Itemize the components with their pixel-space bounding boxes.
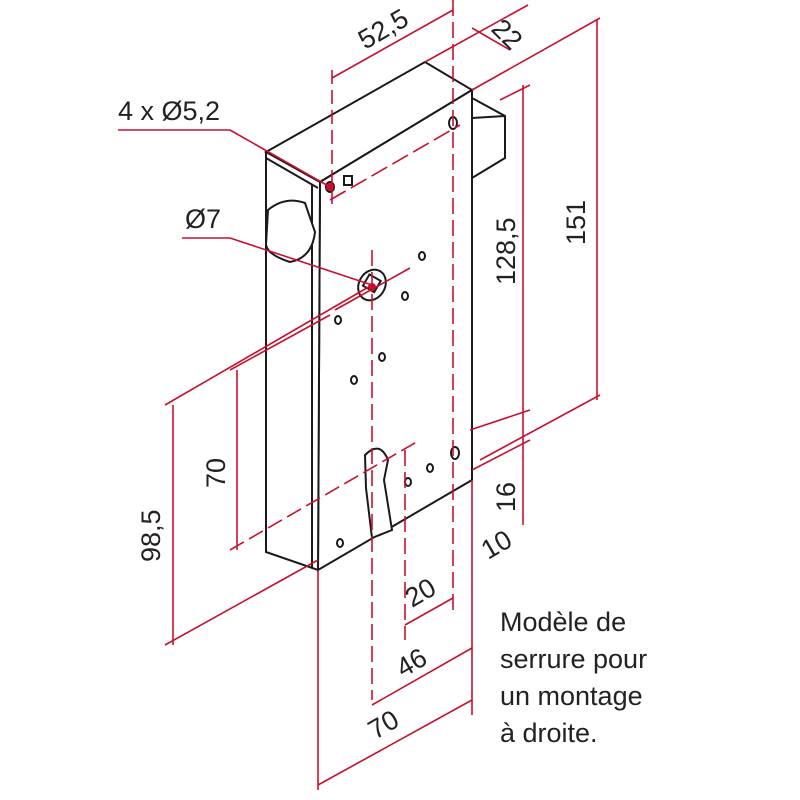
dim-bottom-offset: 16 xyxy=(491,482,521,512)
dim-bottom-side: 10 xyxy=(476,524,517,565)
note-line: à droite. xyxy=(500,718,598,748)
note-line: un montage xyxy=(500,681,643,711)
latch-bolt xyxy=(471,96,506,180)
note-line: serrure pour xyxy=(500,644,648,674)
square-hole xyxy=(343,175,353,186)
hole xyxy=(378,352,386,362)
dim-height-total: 151 xyxy=(561,200,591,245)
dim-cylinder-offset: 20 xyxy=(400,572,441,613)
note-line: Modèle de xyxy=(500,607,627,637)
dim-holes: 4 x Ø5,2 xyxy=(118,96,220,126)
hole xyxy=(450,446,460,460)
hole xyxy=(336,538,344,548)
dim-height-inner: 128,5 xyxy=(491,217,521,285)
dim-backset: 46 xyxy=(391,642,432,683)
dim-axis-height: 98,5 xyxy=(136,509,166,562)
hole xyxy=(334,315,342,325)
hole xyxy=(401,291,409,301)
hole xyxy=(350,375,358,385)
dimension-lines xyxy=(118,0,601,790)
dim-width-bottom: 70 xyxy=(363,704,404,745)
latch-bolt-edge xyxy=(471,115,506,119)
lock-body xyxy=(263,60,506,572)
mounting-note: Modèle de serrure pour un montage à droi… xyxy=(500,604,647,752)
dim-width-top: 52,5 xyxy=(353,3,414,55)
dim-spindle: Ø7 xyxy=(185,204,221,234)
dim-hole-spacing: 70 xyxy=(201,458,231,488)
hole-marker xyxy=(326,183,334,191)
hole xyxy=(418,251,426,261)
hole xyxy=(426,463,434,473)
spindle-marker xyxy=(368,283,376,291)
dim-depth: 22 xyxy=(486,13,528,55)
faceplate-edge xyxy=(265,157,319,189)
markers xyxy=(326,183,376,291)
spindle-hole xyxy=(357,268,387,302)
knob xyxy=(264,199,317,264)
